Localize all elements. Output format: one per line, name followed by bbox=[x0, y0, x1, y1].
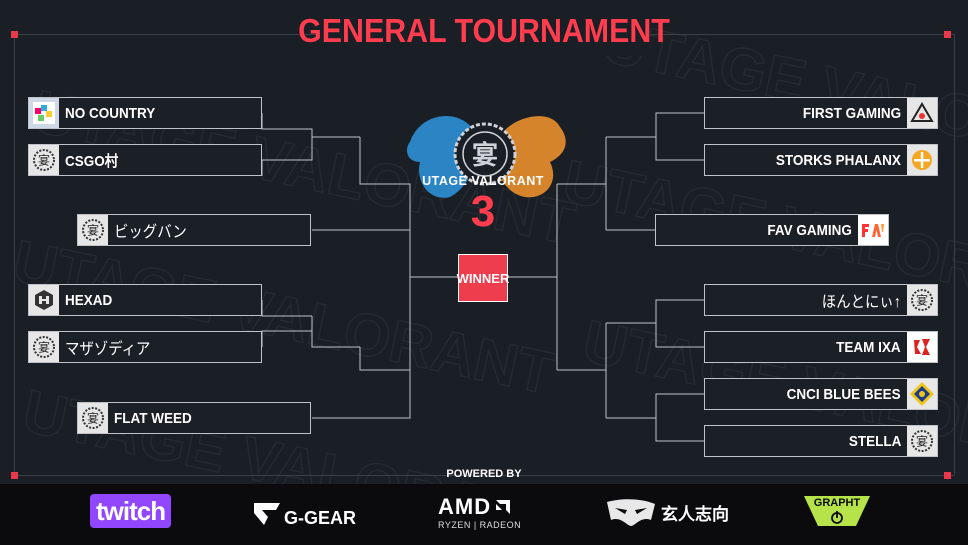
utage-emblem-icon: 宴 bbox=[78, 403, 108, 433]
sponsor-amd: AMD RYZEN | RADEON bbox=[438, 494, 521, 530]
team-name: NO COUNTRY bbox=[65, 104, 156, 122]
storks-phalanx-icon-art bbox=[912, 150, 932, 170]
first-gaming-icon bbox=[907, 98, 937, 128]
amd-arrow-icon bbox=[496, 500, 511, 514]
twitch-logo-text: twitch bbox=[96, 496, 166, 526]
genjin-mask-icon bbox=[607, 499, 655, 526]
title-backdrop bbox=[318, 10, 650, 56]
team-ixa-icon bbox=[907, 332, 937, 362]
cnci-blue-bees-icon bbox=[907, 379, 937, 409]
frame-bottom-line bbox=[14, 475, 954, 476]
corner-mark bbox=[944, 472, 951, 479]
team-slot-hontoni: ほんとにぃ↑ 宴 bbox=[704, 284, 938, 316]
team-slot-flat-weed: 宴 FLAT WEED bbox=[77, 402, 311, 434]
utage-emblem-icon-art: 宴 bbox=[82, 219, 104, 241]
corner-mark bbox=[11, 472, 18, 479]
hexad-icon bbox=[29, 285, 59, 315]
utage-emblem-icon: 宴 bbox=[29, 332, 59, 362]
frame-left-line bbox=[14, 34, 15, 475]
grapht-logo-icon bbox=[804, 496, 870, 526]
sponsor-footer: twitch G-GEAR AMD RYZEN | RADEON 玄人志向 GR… bbox=[0, 484, 968, 545]
team-slot-mazazodia: 宴 マザゾディア bbox=[28, 331, 262, 363]
svg-text:宴: 宴 bbox=[916, 434, 928, 449]
team-slot-cnci-blue-bees: CNCI BLUE BEES bbox=[704, 378, 938, 410]
svg-text:宴: 宴 bbox=[38, 153, 50, 168]
utage-emblem-icon-art: 宴 bbox=[911, 430, 933, 452]
team-slot-first-gaming: FIRST GAMING bbox=[704, 97, 938, 129]
g-gear-icon bbox=[254, 502, 280, 525]
page-title: GENERAL TOURNAMENT bbox=[298, 12, 670, 49]
team-name: STELLA bbox=[848, 432, 901, 450]
team-name: HEXAD bbox=[65, 291, 113, 309]
event-number: 3 bbox=[470, 187, 496, 236]
storks-phalanx-icon bbox=[907, 145, 937, 175]
sponsor-genjin: 玄人志向 bbox=[605, 496, 729, 528]
sponsor-g-gear: G-GEAR bbox=[252, 498, 356, 529]
team-slot-stella: STELLA 宴 bbox=[704, 425, 938, 457]
utage-emblem-char: 宴 bbox=[472, 140, 498, 171]
team-name: CNCI BLUE BEES bbox=[786, 385, 901, 403]
fav-gaming-icon bbox=[858, 215, 888, 245]
sponsor-grapht: GRAPHT bbox=[800, 492, 874, 532]
event-name: UTAGE VALORANT bbox=[422, 174, 544, 188]
team-name: FIRST GAMING bbox=[802, 104, 901, 122]
utage-emblem-icon: 宴 bbox=[907, 426, 937, 456]
svg-text:宴: 宴 bbox=[916, 293, 928, 308]
cnci-blue-bees-icon-art bbox=[910, 382, 934, 406]
corner-mark bbox=[11, 31, 18, 38]
team-name: CSGO村 bbox=[65, 152, 119, 170]
team-name: ビッグバン bbox=[114, 224, 187, 241]
sponsor-twitch: twitch bbox=[90, 494, 172, 528]
team-slot-csgo-mura: 宴 CSGO村 bbox=[28, 144, 262, 176]
svg-text:宴: 宴 bbox=[38, 340, 50, 355]
utage-valorant-logo-icon: 宴 bbox=[407, 115, 566, 198]
amd-sub-text: RYZEN | RADEON bbox=[438, 520, 522, 530]
team-name: STORKS PHALANX bbox=[775, 151, 901, 169]
utage-emblem-icon-art: 宴 bbox=[33, 149, 55, 171]
team-slot-fav-gaming: FAV GAMING bbox=[655, 214, 889, 246]
fav-gaming-icon-art bbox=[862, 224, 884, 237]
team-name: TEAM IXA bbox=[836, 338, 901, 356]
amd-logo-text: AMD bbox=[438, 494, 492, 519]
team-name: FLAT WEED bbox=[114, 409, 192, 427]
team-name: FAV GAMING bbox=[767, 221, 852, 239]
team-name: マザゾディア bbox=[65, 341, 151, 358]
utage-emblem-icon-art: 宴 bbox=[911, 289, 933, 311]
svg-text:宴: 宴 bbox=[87, 411, 99, 426]
utage-emblem-icon: 宴 bbox=[907, 285, 937, 315]
no-country-icon-art bbox=[33, 102, 55, 124]
powered-by-label: POWERED BY bbox=[446, 468, 522, 480]
team-slot-no-country: NO COUNTRY bbox=[28, 97, 262, 129]
frame-right-line bbox=[954, 34, 955, 475]
team-slot-team-ixa: TEAM IXA bbox=[704, 331, 938, 363]
utage-emblem-icon: 宴 bbox=[29, 145, 59, 175]
svg-text:宴: 宴 bbox=[87, 223, 99, 238]
no-country-icon bbox=[29, 98, 59, 128]
team-slot-hexad: HEXAD bbox=[28, 284, 262, 316]
utage-emblem-icon: 宴 bbox=[78, 215, 108, 245]
utage-emblem-icon-art: 宴 bbox=[33, 336, 55, 358]
hexad-icon-art bbox=[35, 290, 53, 310]
g-gear-logo-text: G-GEAR bbox=[284, 508, 356, 528]
grapht-logo-text: GRAPHT bbox=[813, 497, 861, 509]
corner-mark bbox=[944, 31, 951, 38]
first-gaming-icon-art bbox=[910, 102, 934, 122]
genjin-logo-text: 玄人志向 bbox=[661, 504, 729, 525]
utage-emblem-icon-art: 宴 bbox=[82, 407, 104, 429]
team-ixa-icon-art bbox=[914, 339, 930, 355]
team-name: ほんとにぃ↑ bbox=[821, 294, 901, 311]
team-slot-storks-phalanx: STORKS PHALANX bbox=[704, 144, 938, 176]
winner-slot: WINNER bbox=[457, 254, 509, 302]
team-slot-big-bang: 宴 ビッグバン bbox=[77, 214, 311, 246]
